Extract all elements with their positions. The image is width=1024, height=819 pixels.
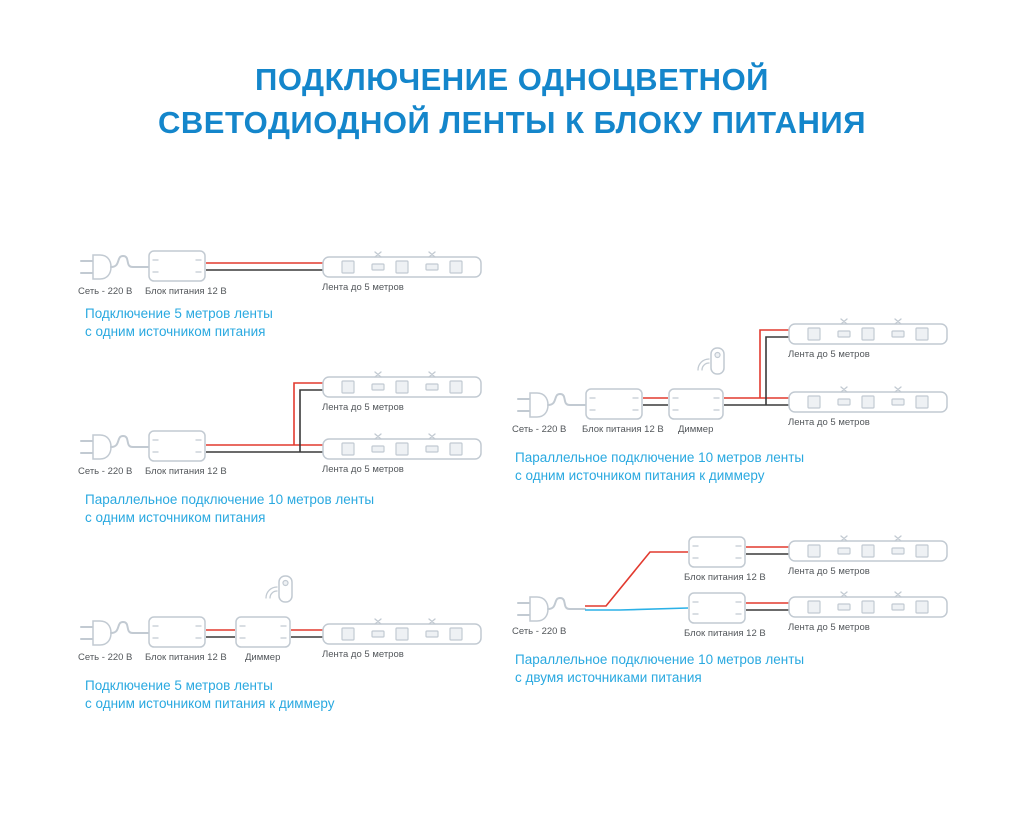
wire-black	[206, 389, 324, 453]
label-psu: Блок питания 12 В	[145, 652, 227, 663]
wire-red	[585, 551, 688, 607]
title-line-2: СВЕТОДИОДНОЙ ЛЕНТЫ К БЛОКУ ПИТАНИЯ	[158, 105, 866, 140]
caption-line: с одним источником питания к диммеру	[85, 696, 335, 711]
caption-line: Подключение 5 метров ленты	[85, 306, 273, 321]
diagram-3-graphic	[80, 575, 482, 648]
power-supply-icon	[688, 592, 746, 624]
caption-diagram-3: Подключение 5 метров ленты с одним источ…	[85, 677, 334, 713]
wire-black	[643, 336, 790, 406]
led-strip-icon	[322, 433, 482, 460]
power-supply-icon	[148, 250, 206, 282]
caption-line: Подключение 5 метров ленты	[85, 678, 273, 693]
label-strip: Лента до 5 метров	[322, 282, 404, 293]
caption-diagram-5: Параллельное подключение 10 метров ленты…	[515, 651, 804, 687]
page-title: ПОДКЛЮЧЕНИЕ ОДНОЦВЕТНОЙ СВЕТОДИОДНОЙ ЛЕН…	[0, 58, 1024, 144]
plug-icon	[80, 434, 149, 460]
caption-diagram-2: Параллельное подключение 10 метров ленты…	[85, 491, 374, 527]
label-mains: Сеть - 220 В	[78, 466, 133, 477]
label-strip: Лента до 5 метров	[788, 622, 870, 633]
wire-black	[746, 553, 790, 611]
title-line-1: ПОДКЛЮЧЕНИЕ ОДНОЦВЕТНОЙ	[255, 62, 769, 97]
led-strip-icon	[788, 535, 948, 562]
led-strip-icon	[788, 318, 948, 345]
led-strip-icon	[322, 618, 482, 645]
remote-control-icon	[697, 347, 725, 375]
label-strip: Лента до 5 метров	[322, 402, 404, 413]
led-strip-icon	[788, 591, 948, 618]
label-mains: Сеть - 220 В	[78, 652, 133, 663]
plug-icon	[517, 596, 586, 622]
dimmer-icon	[668, 388, 724, 420]
power-supply-icon	[148, 616, 206, 648]
wire-red	[643, 329, 790, 399]
led-strip-icon	[788, 386, 948, 413]
label-mains: Сеть - 220 В	[78, 286, 133, 297]
diagram-1-graphic	[80, 250, 482, 282]
label-dimmer: Диммер	[245, 652, 281, 663]
caption-diagram-1: Подключение 5 метров ленты с одним источ…	[85, 305, 273, 341]
label-strip: Лента до 5 метров	[788, 349, 870, 360]
label-strip: Лента до 5 метров	[322, 649, 404, 660]
power-supply-icon	[585, 388, 643, 420]
caption-line: с одним источником питания к диммеру	[515, 468, 765, 483]
label-psu: Блок питания 12 В	[582, 424, 664, 435]
label-mains: Сеть - 220 В	[512, 626, 567, 637]
label-strip: Лента до 5 метров	[788, 417, 870, 428]
led-strip-icon	[322, 371, 482, 398]
diagram-2-graphic	[80, 371, 482, 462]
wire-red	[206, 382, 324, 446]
label-strip: Лента до 5 метров	[322, 464, 404, 475]
label-strip: Лента до 5 метров	[788, 566, 870, 577]
caption-diagram-4: Параллельное подключение 10 метров ленты…	[515, 449, 804, 485]
caption-line: Параллельное подключение 10 метров ленты	[515, 652, 805, 667]
power-supply-icon	[148, 430, 206, 462]
led-strip-icon	[322, 251, 482, 278]
wire-blue	[585, 607, 689, 611]
caption-line: Параллельное подключение 10 метров ленты	[85, 492, 375, 507]
label-mains: Сеть - 220 В	[512, 424, 567, 435]
label-psu: Блок питания 12 В	[684, 572, 766, 583]
label-psu: Блок питания 12 В	[145, 466, 227, 477]
label-psu: Блок питания 12 В	[684, 628, 766, 639]
remote-control-icon	[265, 575, 293, 603]
power-supply-icon	[688, 536, 746, 568]
label-psu: Блок питания 12 В	[145, 286, 227, 297]
dimmer-icon	[235, 616, 291, 648]
caption-line: Параллельное подключение 10 метров ленты	[515, 450, 805, 465]
caption-line: с одним источником питания	[85, 510, 266, 525]
wire-red	[746, 546, 790, 604]
caption-line: с одним источником питания	[85, 324, 266, 339]
diagram-5-graphic	[517, 535, 948, 624]
label-dimmer: Диммер	[678, 424, 714, 435]
caption-line: с двумя источниками питания	[515, 670, 702, 685]
plug-icon	[517, 392, 586, 418]
diagram-4-graphic	[517, 318, 948, 420]
plug-icon	[80, 254, 149, 280]
plug-icon	[80, 620, 149, 646]
